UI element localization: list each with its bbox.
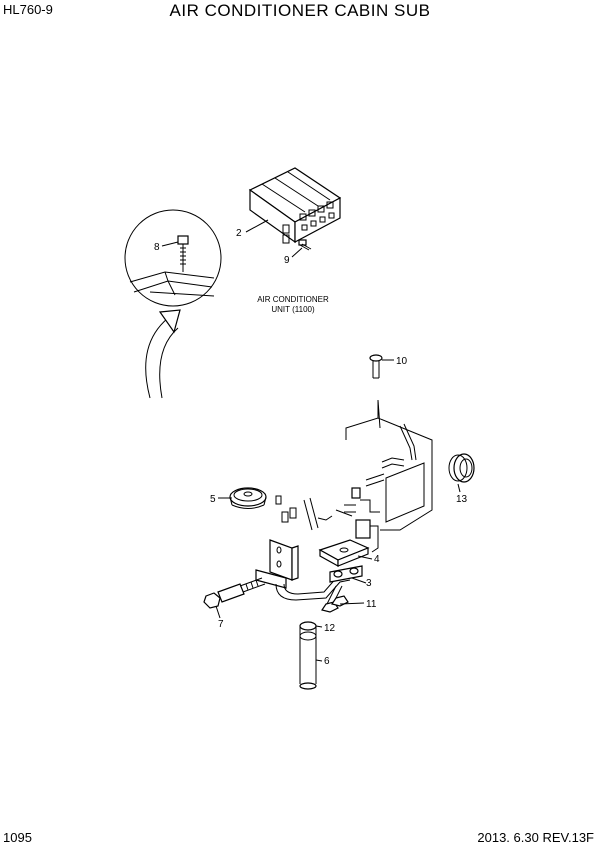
callout-7: 7 (218, 619, 224, 630)
drain-hose-part-6 (299, 621, 317, 690)
reference-note-line-2: UNIT (1100) (271, 305, 315, 314)
control-panel-part (248, 167, 342, 244)
revision-date: 2013. 6.30 REV.13F (477, 830, 594, 845)
model-code: HL760-9 (3, 2, 53, 17)
grommet-part-5 (229, 487, 267, 509)
curved-arrow (145, 309, 181, 399)
callout-10: 10 (396, 356, 408, 367)
callout-9: 9 (284, 255, 290, 266)
callout-4: 4 (374, 554, 380, 565)
rubber-pad-part-4 (318, 539, 370, 568)
detail-view (124, 209, 222, 307)
callout-2: 2 (236, 228, 242, 239)
bolt-part-7 (203, 577, 266, 609)
callout-13: 13 (456, 494, 468, 505)
callout-12: 12 (324, 623, 336, 634)
clip-parts (275, 495, 333, 531)
callout-3: 3 (366, 578, 372, 589)
seal-ring-part-13 (448, 453, 475, 483)
callout-11: 11 (366, 599, 377, 610)
housing-assembly (335, 399, 433, 553)
callout-8: 8 (154, 242, 160, 253)
reference-note-line-1: AIR CONDITIONER (257, 295, 329, 304)
mounting-bracket (255, 539, 363, 607)
callout-5: 5 (210, 494, 216, 505)
page-number: 1095 (3, 830, 32, 845)
page-title: AIR CONDITIONER CABIN SUB (169, 1, 431, 20)
bolt-part-10 (369, 354, 383, 379)
callout-6: 6 (324, 656, 330, 667)
screw-part-9 (298, 239, 312, 251)
leader-lines (161, 219, 461, 662)
